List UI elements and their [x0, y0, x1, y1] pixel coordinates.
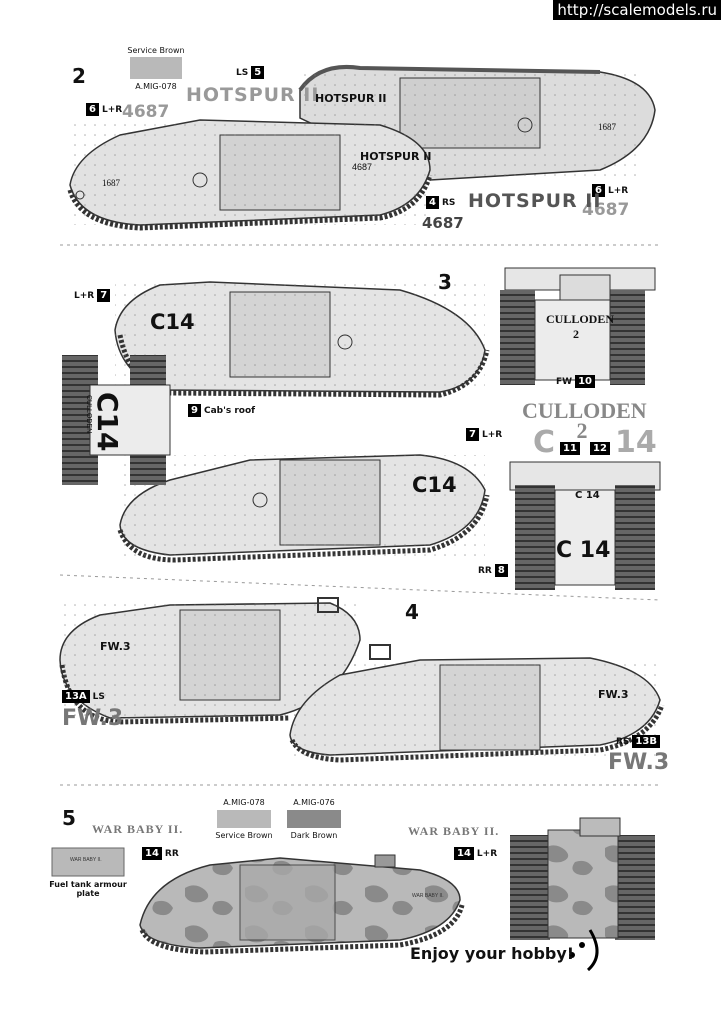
hull-war-baby: WAR BABY II.	[412, 893, 444, 899]
swatch1-name: Service Brown	[215, 831, 273, 840]
grey-letter-c: C	[533, 425, 556, 460]
hull-number-rear: 1687	[102, 178, 120, 188]
swatch1-color	[217, 810, 271, 828]
plate-text: WAR BABY II.	[70, 857, 102, 863]
cab-roof-c14: C14	[91, 392, 124, 452]
section-3-number: 3	[438, 270, 452, 294]
swatch2-name: Dark Brown	[290, 831, 338, 840]
tank-rear-view	[509, 461, 661, 590]
number-4687-grey-right: 4687	[582, 200, 630, 220]
fuel-tank-plate	[51, 847, 125, 877]
cab-roof-view	[62, 355, 171, 485]
tank-s4-left	[59, 597, 361, 725]
s2-swatch-code: A.MIG-078	[135, 82, 177, 91]
decal-tag-12: 12	[590, 442, 610, 455]
hull-fw3-right: FW.3	[598, 688, 629, 701]
s2-swatch-title: Service Brown	[127, 46, 185, 55]
number-4687-dark: 4687	[422, 214, 464, 232]
tank-front-view	[500, 267, 656, 385]
tank-s2-front	[67, 119, 433, 231]
hull-hotspur-top: HOTSPUR II	[315, 92, 387, 105]
s2-color-swatch	[130, 57, 182, 79]
hull-number-front: 4687	[352, 162, 373, 172]
hull-number-back: 1687	[598, 122, 616, 132]
section-5-number: 5	[62, 806, 76, 830]
swatch1-code: A.MIG-078	[223, 798, 265, 807]
section-2-number: 2	[72, 64, 86, 88]
swatch2-code: A.MIG-076	[293, 798, 335, 807]
tank-s3-upper	[114, 281, 490, 398]
site-watermark[interactable]: http://scalemodels.ru	[553, 0, 721, 20]
tank-s3-lower	[117, 454, 490, 563]
number-4687-grey-top: 4687	[122, 102, 170, 122]
hull-c14-bottom: C14	[412, 473, 457, 497]
rear-c14-small: C 14	[575, 490, 600, 501]
fw3-grey-right: FW.3	[608, 750, 670, 775]
smiley-icon	[569, 929, 599, 972]
hull-hotspur-front: HOTSPUR II	[360, 150, 432, 163]
tank-s4-right	[289, 644, 665, 763]
swatch2-color	[287, 810, 341, 828]
section-4-number: 4	[405, 600, 419, 624]
fuel-tank-label: Fuel tank armour plate	[49, 880, 127, 898]
war-baby-title-left: WAR BABY II.	[92, 822, 184, 836]
hull-fw3-left: FW.3	[100, 640, 131, 653]
cab-roof-culloden: CULLODEN	[85, 395, 92, 434]
hotspur-grey-title: HOTSPUR II	[186, 84, 320, 106]
grey-number-14: 14	[615, 425, 657, 460]
enjoy-your-hobby: Enjoy your hobby!	[410, 944, 575, 963]
fw3-grey-left: FW.3	[62, 706, 124, 731]
tank-s5-top	[510, 817, 655, 940]
hotspur-dark-title: HOTSPUR II	[468, 190, 602, 212]
decal-tag-11: 11	[560, 442, 580, 455]
rear-c14-large: C 14	[556, 538, 611, 563]
tank-s5-side	[139, 854, 465, 955]
war-baby-title-right: WAR BABY II.	[408, 824, 500, 838]
hull-c14-top: C14	[150, 310, 195, 334]
